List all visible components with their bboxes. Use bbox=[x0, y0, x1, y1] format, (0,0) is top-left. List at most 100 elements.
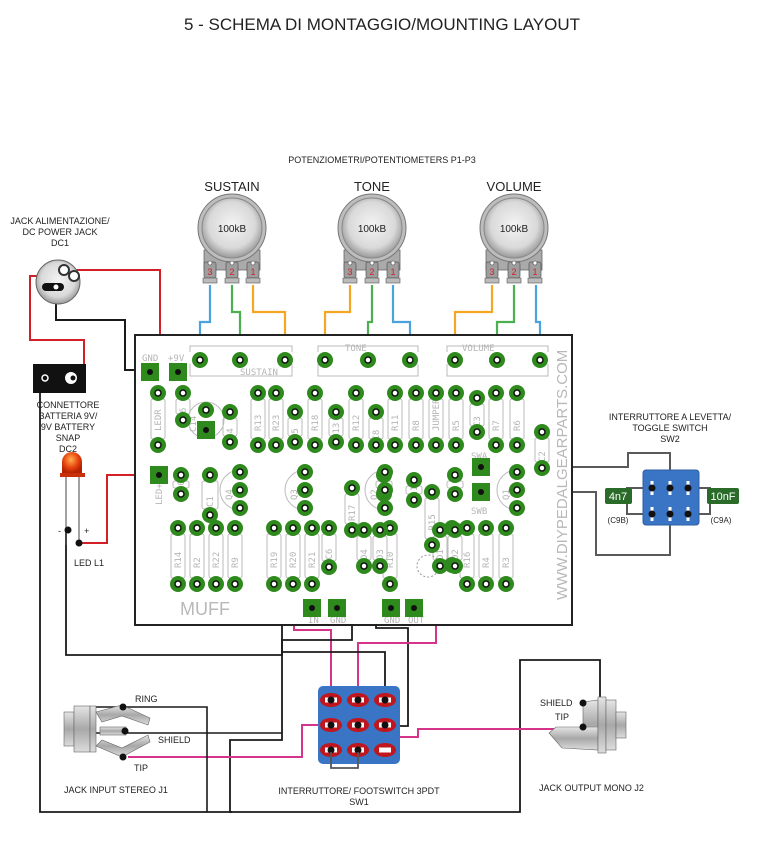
pot-pin-number: 2 bbox=[369, 267, 374, 277]
svg-text:R4: R4 bbox=[482, 557, 492, 568]
pcb-9v-label: +9V bbox=[168, 354, 185, 364]
pot-sustain[interactable]: SUSTAIN 100kB 3 2 1 bbox=[197, 179, 267, 284]
svg-text:C6: C6 bbox=[325, 549, 335, 560]
svg-text:R8: R8 bbox=[412, 420, 422, 431]
pcb-swb-label: SWB bbox=[471, 507, 487, 517]
led-l1[interactable]: - + LED L1 bbox=[58, 452, 104, 568]
svg-text:R19: R19 bbox=[270, 552, 280, 568]
led-plus-label: + bbox=[84, 526, 89, 536]
svg-text:C5: C5 bbox=[291, 428, 301, 439]
pcb-in-label: IN bbox=[308, 616, 319, 626]
battery-snap[interactable]: CONNETTORE BATTERIA 9V/ 9V BATTERY SNAP … bbox=[33, 364, 99, 454]
svg-text:Q2: Q2 bbox=[370, 489, 380, 500]
input-jack-j1[interactable]: RING SHIELD TIP JACK INPUT STEREO J1 bbox=[63, 694, 191, 795]
pcb-name: MUFF bbox=[180, 599, 230, 619]
cap-c9b-ref: (C9B) bbox=[608, 516, 629, 525]
component-r4 bbox=[478, 533, 494, 579]
svg-text:C4: C4 bbox=[226, 428, 236, 439]
pcb-url: WWW.DIYPEDALGEARPARTS.COM bbox=[554, 350, 571, 600]
cap-c9a-value: 10nF bbox=[710, 491, 735, 503]
svg-text:JUMPER: JUMPER bbox=[432, 398, 442, 431]
svg-text:R20: R20 bbox=[289, 552, 299, 568]
svg-text:R7: R7 bbox=[492, 420, 502, 431]
dc-jack-label-1: JACK ALIMENTAZIONE/ bbox=[10, 216, 110, 226]
component-r8 bbox=[408, 398, 424, 440]
toggle-pin bbox=[684, 510, 692, 518]
svg-text:R15: R15 bbox=[428, 514, 438, 530]
pcb-out-label: OUT bbox=[408, 616, 425, 626]
pot-pin-number: 1 bbox=[390, 267, 395, 277]
svg-text:C14: C14 bbox=[189, 416, 199, 432]
output-tip-label: TIP bbox=[555, 712, 569, 722]
svg-text:R10: R10 bbox=[386, 552, 396, 568]
svg-text:D1: D1 bbox=[436, 549, 446, 560]
battery-label-1: CONNETTORE bbox=[37, 400, 100, 410]
wires bbox=[29, 269, 711, 813]
battery-label-3: 9V BATTERY bbox=[41, 422, 95, 432]
component-r7 bbox=[488, 398, 504, 440]
svg-text:R6: R6 bbox=[513, 420, 523, 431]
toggle-label-2: TOGGLE SWITCH bbox=[632, 423, 707, 433]
pot-value: 100kB bbox=[218, 224, 247, 235]
svg-text:R3: R3 bbox=[502, 557, 512, 568]
page-title: 5 - SCHEMA DI MONTAGGIO/MOUNTING LAYOUT bbox=[184, 15, 580, 34]
svg-text:R12: R12 bbox=[352, 415, 362, 431]
footswitch-label-2: SW1 bbox=[349, 797, 369, 807]
cap-c9b-value: 4n7 bbox=[609, 491, 627, 503]
pcb-board: SUSTAIN TONE VOLUME MUFF WWW.DIYPEDALGEA… bbox=[134, 334, 573, 626]
svg-text:D3: D3 bbox=[376, 549, 386, 560]
svg-text:R17: R17 bbox=[348, 505, 358, 521]
toggle-pin bbox=[648, 510, 656, 518]
svg-text:C13: C13 bbox=[332, 423, 342, 439]
pot-value: 100kB bbox=[358, 224, 387, 235]
pots-heading: POTENZIOMETRI/POTENTIOMETERS P1-P3 bbox=[288, 155, 476, 165]
cap-c9a-ref: (C9A) bbox=[711, 516, 732, 525]
svg-text:C1: C1 bbox=[206, 496, 216, 507]
dc-jack-label-3: DC1 bbox=[51, 238, 69, 248]
footswitch-3pdt[interactable]: INTERRUTTORE/ FOOTSWITCH 3PDT SW1 bbox=[278, 686, 440, 807]
output-shield-label: SHIELD bbox=[540, 698, 573, 708]
svg-text:D2: D2 bbox=[451, 549, 461, 560]
toggle-label-3: SW2 bbox=[660, 434, 680, 444]
svg-text:R23: R23 bbox=[272, 415, 282, 431]
input-jack-label: JACK INPUT STEREO J1 bbox=[64, 785, 168, 795]
toggle-pin bbox=[666, 510, 674, 518]
pot-pin-number: 3 bbox=[347, 267, 352, 277]
component-r2 bbox=[189, 533, 205, 579]
pot-pin-number: 3 bbox=[207, 267, 212, 277]
svg-text:Q3: Q3 bbox=[290, 489, 300, 500]
pot-value: 100kB bbox=[500, 224, 529, 235]
svg-text:Q4: Q4 bbox=[225, 489, 235, 500]
svg-text:R13: R13 bbox=[254, 415, 264, 431]
pot-name: SUSTAIN bbox=[204, 179, 259, 194]
pot-pin-number: 2 bbox=[229, 267, 234, 277]
led-minus-dot bbox=[64, 526, 72, 534]
svg-text:R9: R9 bbox=[231, 557, 241, 568]
toggle-label-1: INTERRUTTORE A LEVETTA/ bbox=[609, 412, 732, 422]
toggle-pin bbox=[684, 484, 692, 492]
pot-pin-number: 1 bbox=[532, 267, 537, 277]
svg-text:R22: R22 bbox=[212, 552, 222, 568]
svg-text:C3: C3 bbox=[473, 416, 483, 427]
svg-text:R11: R11 bbox=[391, 415, 401, 431]
pcb-tone-label: TONE bbox=[345, 344, 367, 354]
pcb-volume-label: VOLUME bbox=[462, 344, 495, 354]
led-label: LED L1 bbox=[74, 558, 104, 568]
dc-power-jack[interactable]: JACK ALIMENTAZIONE/ DC POWER JACK DC1 bbox=[10, 216, 110, 305]
output-jack-label: JACK OUTPUT MONO J2 bbox=[539, 783, 644, 793]
svg-text:D4: D4 bbox=[360, 549, 370, 560]
pot-pin-number: 2 bbox=[511, 267, 516, 277]
svg-text:C2: C2 bbox=[538, 451, 548, 462]
battery-label-2: BATTERIA 9V/ bbox=[39, 411, 98, 421]
input-ring-label: RING bbox=[135, 694, 158, 704]
toggle-switch-sw2[interactable]: INTERRUTTORE A LEVETTA/ TOGGLE SWITCH SW… bbox=[605, 412, 739, 526]
battery-label-4: SNAP bbox=[56, 433, 81, 443]
pcb-sustain-label: SUSTAIN bbox=[240, 368, 278, 378]
pot-pin-number: 1 bbox=[250, 267, 255, 277]
footswitch-label-1: INTERRUTTORE/ FOOTSWITCH 3PDT bbox=[278, 786, 440, 796]
toggle-pin bbox=[666, 484, 674, 492]
output-jack-j2[interactable]: SHIELD TIP JACK OUTPUT MONO J2 bbox=[539, 696, 644, 793]
